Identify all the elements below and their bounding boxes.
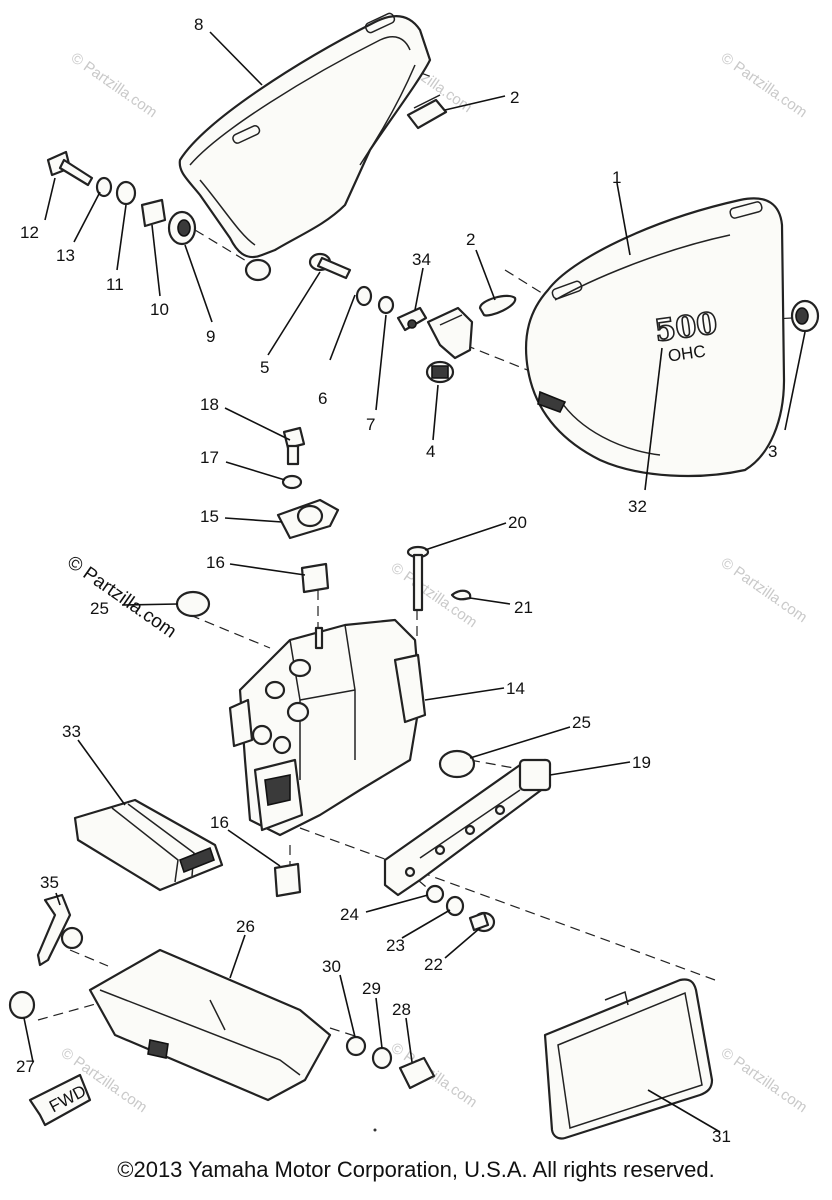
damper-16-upper (300, 562, 330, 594)
callout-15: 15 (200, 507, 219, 526)
callout-35: 35 (40, 873, 59, 892)
callout-19: 19 (632, 753, 651, 772)
grommet-25-right (438, 749, 476, 779)
washer-30 (345, 1035, 367, 1057)
bracket-19 (383, 758, 552, 897)
callout-34: 34 (412, 250, 431, 269)
callout-14: 14 (506, 679, 525, 698)
bolt-22 (468, 911, 496, 933)
grommet-3 (790, 299, 820, 333)
callout-25: 25 (90, 599, 109, 618)
washer-23 (445, 895, 465, 917)
copyright-footer: ©2013 Yamaha Motor Corporation, U.S.A. A… (117, 1157, 715, 1182)
watermark-text: © Partzilla.com (718, 554, 811, 626)
callout-16: 16 (206, 553, 225, 572)
washer-6 (355, 285, 373, 307)
side-cover-right: 500 OHC (524, 197, 786, 478)
callout-27: 27 (16, 1057, 35, 1076)
callout-8: 8 (194, 15, 203, 34)
battery-box (228, 618, 427, 837)
grommet-25-left (175, 590, 211, 618)
callout-31: 31 (712, 1127, 731, 1146)
callout-labels: 8 2 1 2 34 3 4 6 7 5 32 12 13 11 10 9 18… (16, 15, 777, 1146)
bolt-5 (308, 252, 352, 280)
callout-24: 24 (340, 905, 359, 924)
washer-24 (425, 884, 445, 904)
watermark-text: © Partzilla.com (718, 49, 811, 121)
callout-25: 25 (572, 713, 591, 732)
grommet-upper (406, 94, 448, 130)
callout-7: 7 (366, 415, 375, 434)
bolt-18 (282, 426, 306, 466)
clip-34 (396, 306, 428, 332)
damper-16-lower (273, 862, 302, 898)
callout-13: 13 (56, 246, 75, 265)
owners-manual (543, 978, 714, 1140)
callout-3: 3 (768, 442, 777, 461)
callout-28: 28 (392, 1000, 411, 1019)
callout-32: 32 (628, 497, 647, 516)
callout-33: 33 (62, 722, 81, 741)
clip-21 (450, 589, 472, 601)
callout-21: 21 (514, 598, 533, 617)
callout-5: 5 (260, 358, 269, 377)
callout-12: 12 (20, 223, 39, 242)
tool-case (88, 948, 332, 1102)
callout-16: 16 (210, 813, 229, 832)
callout-2: 2 (466, 230, 475, 249)
washer-7 (377, 295, 395, 315)
pin-20 (406, 545, 430, 612)
forward-direction-marker: FWD (28, 1073, 92, 1127)
collar-10 (140, 198, 167, 228)
bolt-28 (398, 1056, 436, 1090)
callout-30: 30 (322, 957, 341, 976)
callout-9: 9 (206, 327, 215, 346)
side-cover-left (178, 12, 432, 282)
callout-29: 29 (362, 979, 381, 998)
emblem-text: 500 (653, 306, 720, 349)
grommet-9 (167, 210, 197, 246)
callout-10: 10 (150, 300, 169, 319)
battery-band (73, 798, 224, 892)
leader-lines (23, 31, 806, 1133)
callout-22: 22 (424, 955, 443, 974)
watermark-main: © Partzilla.com (63, 552, 180, 643)
callout-20: 20 (508, 513, 527, 532)
dot-mark (373, 1128, 377, 1132)
callout-6: 6 (318, 389, 327, 408)
bracket-35 (36, 893, 84, 967)
washer-29 (371, 1046, 393, 1070)
bolt-12 (46, 150, 94, 187)
watermark-text: © Partzilla.com (718, 1044, 811, 1116)
washer-11 (115, 180, 137, 206)
watermark-text: © Partzilla.com (68, 49, 161, 121)
bracket-15 (276, 498, 340, 540)
callout-11: 11 (106, 275, 124, 294)
callout-18: 18 (200, 395, 219, 414)
callout-23: 23 (386, 936, 405, 955)
washer-13 (95, 176, 113, 198)
callout-26: 26 (236, 917, 255, 936)
callout-4: 4 (426, 442, 435, 461)
grommet-27 (8, 990, 36, 1020)
callout-17: 17 (200, 448, 219, 467)
callout-1: 1 (612, 168, 621, 187)
callout-2: 2 (510, 88, 519, 107)
grommet-lower (478, 294, 517, 317)
cover-lock (425, 306, 474, 384)
washer-17 (281, 474, 303, 490)
